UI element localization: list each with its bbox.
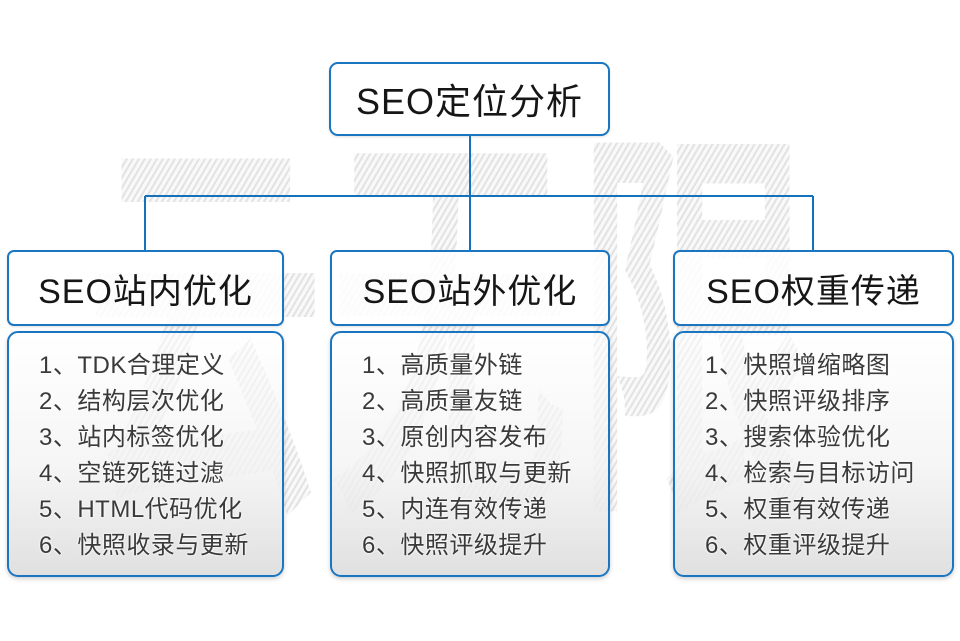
list-item: 6、权重评级提升	[705, 532, 891, 559]
list-item: 2、快照评级排序	[705, 388, 891, 415]
list-item: 6、快照收录与更新	[39, 532, 249, 559]
list-item: 4、空链死链过滤	[39, 460, 225, 487]
connector-path	[144, 136, 814, 250]
branch-onsite-list: 1、TDK合理定义 2、结构层次优化 3、站内标签优化 4、空链死链过滤 5、H…	[7, 331, 284, 577]
root-node: SEO定位分析	[329, 62, 610, 136]
list-item: 5、HTML代码优化	[39, 496, 243, 523]
branch-onsite-title: SEO站内优化	[38, 272, 253, 311]
branch-weight-items: 1、快照增缩略图 2、快照评级排序 3、搜索体验优化 4、检索与目标访问 5、权…	[675, 333, 952, 564]
list-item: 4、快照抓取与更新	[362, 460, 572, 487]
list-item: 3、搜索体验优化	[705, 424, 891, 451]
branch-offsite-title: SEO站外优化	[362, 272, 578, 311]
branch-onsite-header: SEO站内优化	[7, 250, 284, 326]
list-item: 5、权重有效传递	[705, 496, 891, 523]
branch-weight-title: SEO权重传递	[706, 272, 921, 311]
list-item: 2、结构层次优化	[39, 388, 225, 415]
branch-weight-header: SEO权重传递	[673, 250, 954, 326]
list-item: 5、内连有效传递	[362, 496, 548, 523]
list-item: 1、高质量外链	[362, 352, 523, 379]
branch-onsite-items: 1、TDK合理定义 2、结构层次优化 3、站内标签优化 4、空链死链过滤 5、H…	[9, 333, 282, 564]
branch-weight-list: 1、快照增缩略图 2、快照评级排序 3、搜索体验优化 4、检索与目标访问 5、权…	[673, 331, 954, 577]
list-item: 6、快照评级提升	[362, 532, 548, 559]
branch-offsite-list: 1、高质量外链 2、高质量友链 3、原创内容发布 4、快照抓取与更新 5、内连有…	[330, 331, 610, 577]
root-node-title: SEO定位分析	[355, 81, 584, 122]
list-item: 3、原创内容发布	[362, 424, 548, 451]
branch-offsite-items: 1、高质量外链 2、高质量友链 3、原创内容发布 4、快照抓取与更新 5、内连有…	[332, 333, 608, 564]
list-item: 2、高质量友链	[362, 388, 523, 415]
list-item: 1、快照增缩略图	[705, 352, 891, 379]
list-item: 4、检索与目标访问	[705, 460, 915, 487]
list-item: 3、站内标签优化	[39, 424, 225, 451]
branch-offsite-header: SEO站外优化	[330, 250, 610, 326]
list-item: 1、TDK合理定义	[39, 352, 225, 379]
